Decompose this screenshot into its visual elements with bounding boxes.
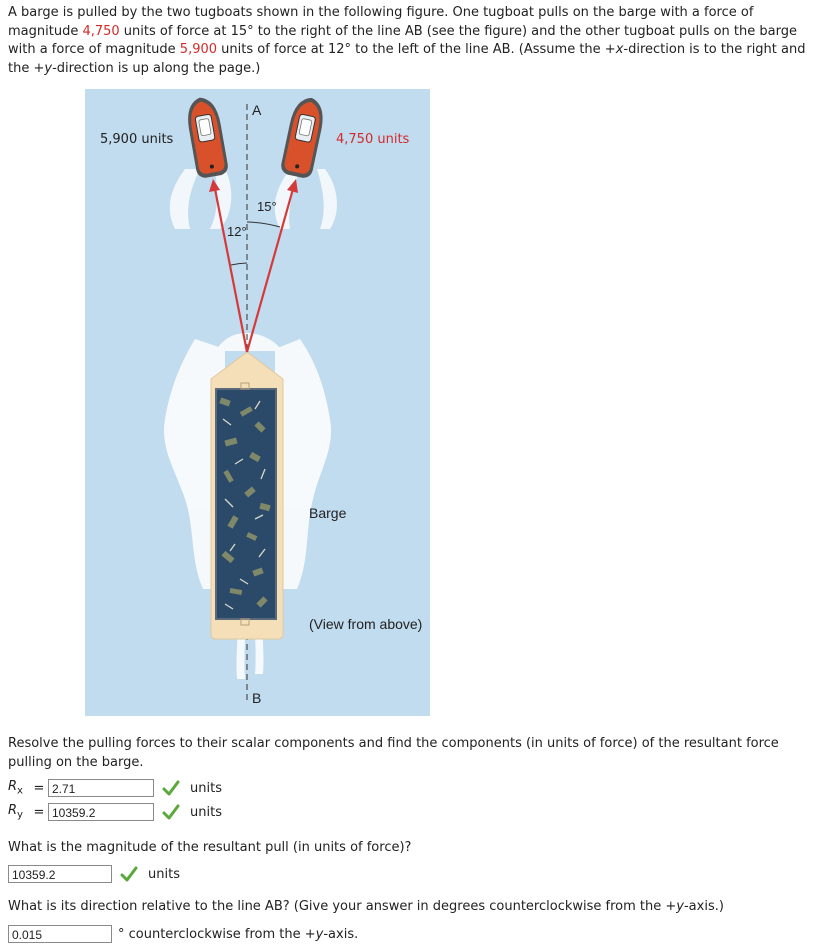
suffix-text: -axis.: [323, 926, 359, 942]
right-force-label: 4,750 units: [336, 132, 410, 147]
rx-letter: R: [8, 779, 18, 795]
force-right-value: 4,750: [82, 23, 120, 39]
point-b-label: B: [252, 690, 262, 706]
problem-text: A barge is pulled by the two tugboats sh…: [8, 5, 754, 39]
ry-letter: R: [8, 803, 18, 819]
ry-symbol: Ry: [8, 803, 30, 821]
tugboat-figure: 5,900 units 4,750 units 12° 15° A B Barg…: [85, 89, 430, 716]
left-angle-label: 12°: [227, 224, 247, 239]
tugboat-right: [281, 97, 323, 178]
y-variable: y: [676, 899, 684, 914]
barge: [210, 351, 284, 640]
problem-text: units of force at 15° to the right of th…: [8, 23, 797, 58]
rx-answer-field[interactable]: 2.71: [48, 779, 154, 797]
problem-statement: A barge is pulled by the two tugboats sh…: [8, 4, 818, 78]
ry-unit: units: [190, 804, 222, 820]
tow-arrows: [209, 179, 298, 353]
left-force-label: 5,900 units: [100, 132, 174, 147]
tugboat-left: [188, 97, 228, 178]
wake-foam: [164, 333, 332, 679]
left-angle-arc: [230, 262, 248, 266]
direction-row: 0.015 ° counterclockwise from the +y-axi…: [8, 923, 358, 945]
suffix-text: ° counterclockwise from the +: [118, 926, 316, 942]
ry-answer-field[interactable]: 10359.2: [48, 803, 154, 821]
equals-sign: =: [33, 780, 45, 796]
part3-text: -axis.): [683, 899, 724, 914]
part1-prompt: Resolve the pulling forces to their scal…: [8, 736, 779, 770]
y-variable: y: [315, 926, 324, 942]
right-arrowhead: [287, 179, 298, 193]
equals-sign: =: [33, 804, 45, 820]
part2-prompt: What is the magnitude of the resultant p…: [8, 840, 412, 855]
rx-symbol: Rx: [8, 779, 30, 797]
rx-unit: units: [190, 780, 222, 796]
direction-suffix: ° counterclockwise from the +y-axis.: [118, 927, 358, 942]
right-angle-arc: [246, 221, 281, 228]
ry-row: Ry = 10359.2 units: [8, 801, 222, 823]
magnitude-unit: units: [148, 866, 180, 882]
left-arrowhead: [209, 179, 220, 192]
problem-text: units of force at 12° to the left of the…: [217, 42, 616, 57]
x-variable: x: [615, 42, 624, 57]
part3-prompt: What is its direction relative to the li…: [8, 899, 724, 914]
force-left-value: 5,900: [179, 42, 218, 57]
tug-wake: [169, 169, 337, 229]
part3-text: What is its direction relative to the li…: [8, 899, 677, 914]
figure-drawing: [164, 97, 337, 704]
check-icon: [162, 804, 180, 820]
magnitude-row: 10359.2 units: [8, 863, 180, 885]
problem-text: -direction is to the right and the +: [8, 42, 806, 76]
magnitude-answer-field[interactable]: 10359.2: [8, 865, 112, 883]
check-icon: [120, 866, 138, 882]
point-a-label: A: [252, 102, 262, 118]
rx-row: Rx = 2.71 units: [8, 777, 222, 799]
right-angle-label: 15°: [257, 199, 277, 214]
problem-text: -direction is up along the page.): [52, 60, 261, 76]
view-label: (View from above): [309, 616, 423, 632]
check-icon: [162, 780, 180, 796]
ry-subscript: y: [17, 809, 23, 821]
direction-answer-field[interactable]: 0.015: [8, 925, 112, 943]
y-variable: y: [44, 60, 53, 76]
rx-subscript: x: [17, 785, 23, 797]
barge-label: Barge: [309, 505, 347, 521]
